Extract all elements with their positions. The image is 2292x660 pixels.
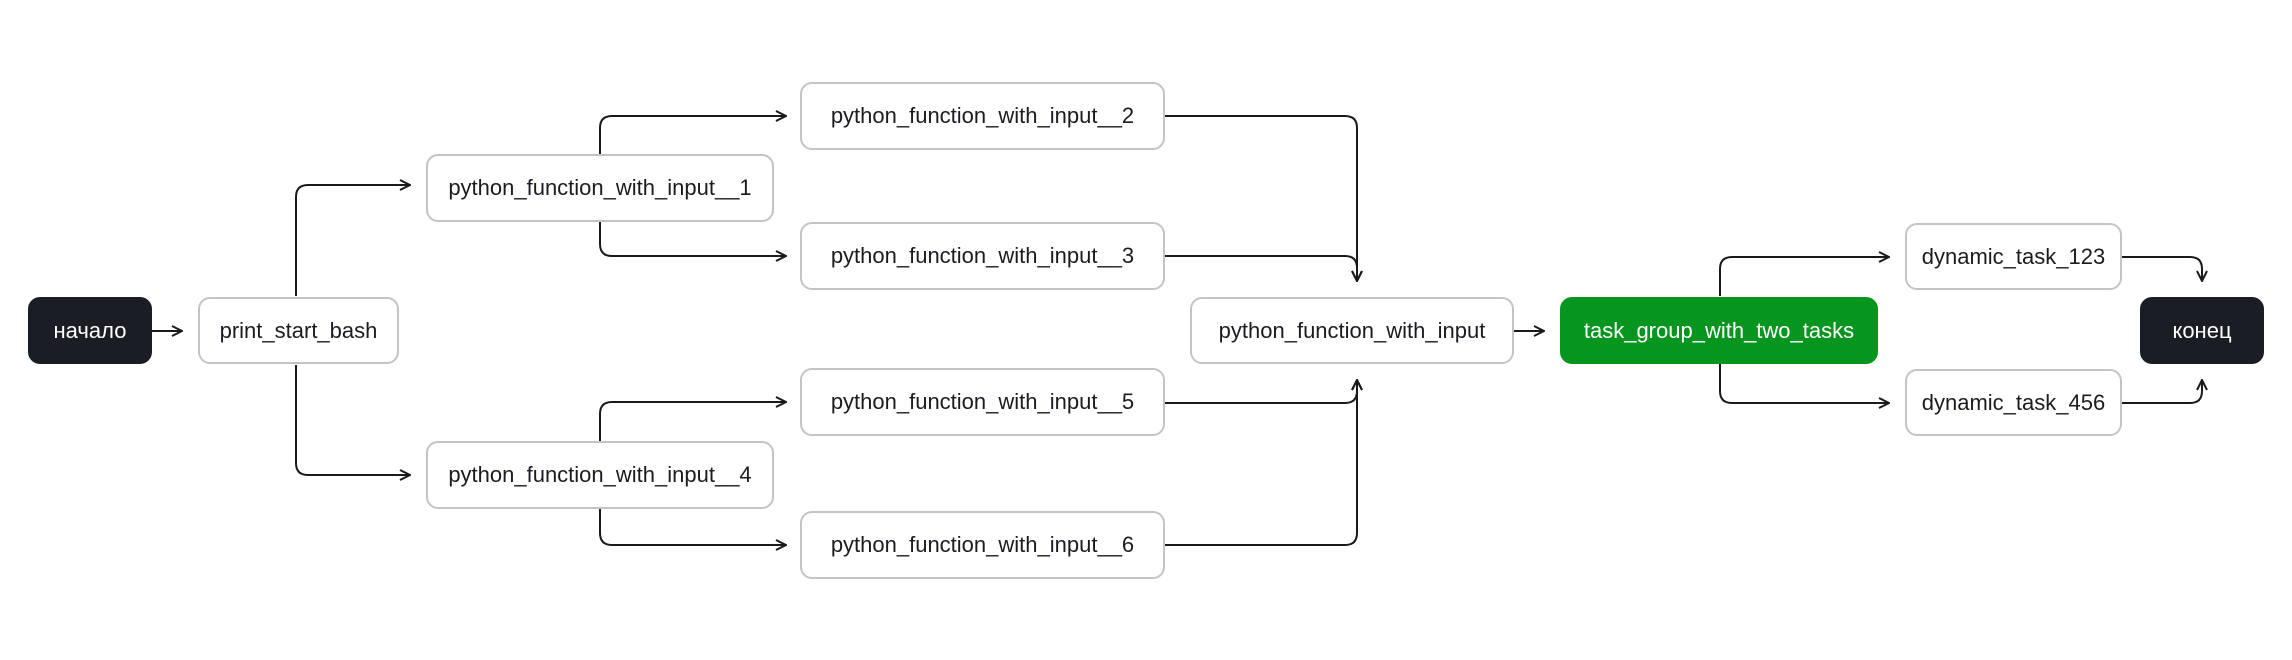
node-dynamic-task-456[interactable]: dynamic_task_456 xyxy=(1905,369,2122,436)
node-python-function-with-input-3[interactable]: python_function_with_input__3 xyxy=(800,222,1165,290)
edge-dt123-to-end xyxy=(2122,256,2202,281)
node-python-function-with-input-4[interactable]: python_function_with_input__4 xyxy=(426,441,774,509)
node-python-function-with-input-2[interactable]: python_function_with_input__2 xyxy=(800,82,1165,150)
edge-pf2-to-pf xyxy=(1165,115,1357,281)
node-python-function-with-input-5[interactable]: python_function_with_input__5 xyxy=(800,368,1165,436)
edge-pf4-to-pf6 xyxy=(599,509,786,545)
edge-taskgroup-to-dt123 xyxy=(1719,257,1889,296)
edge-dt456-to-end xyxy=(2122,380,2202,404)
node-dynamic-task-123[interactable]: dynamic_task_123 xyxy=(1905,223,2122,290)
edge-pf1-to-pf2 xyxy=(599,116,786,154)
node-python-function-with-input[interactable]: python_function_with_input xyxy=(1190,297,1514,364)
edge-pf4-to-pf5 xyxy=(599,402,786,441)
edge-pf6-to-pf xyxy=(1165,380,1357,546)
edge-pf5-to-pf xyxy=(1165,380,1357,404)
edge-print-to-pf4 xyxy=(295,365,410,475)
node-python-function-with-input-6[interactable]: python_function_with_input__6 xyxy=(800,511,1165,579)
edge-taskgroup-to-dt456 xyxy=(1719,364,1889,403)
edge-pf1-to-pf3 xyxy=(599,222,786,256)
node-start[interactable]: начало xyxy=(28,297,152,364)
edge-pf3-to-pf xyxy=(1165,255,1357,281)
edge-print-to-pf1 xyxy=(295,185,410,296)
node-end[interactable]: конец xyxy=(2140,297,2264,364)
node-task-group-with-two-tasks[interactable]: task_group_with_two_tasks xyxy=(1560,297,1878,364)
node-python-function-with-input-1[interactable]: python_function_with_input__1 xyxy=(426,154,774,222)
node-print-start-bash[interactable]: print_start_bash xyxy=(198,297,399,364)
